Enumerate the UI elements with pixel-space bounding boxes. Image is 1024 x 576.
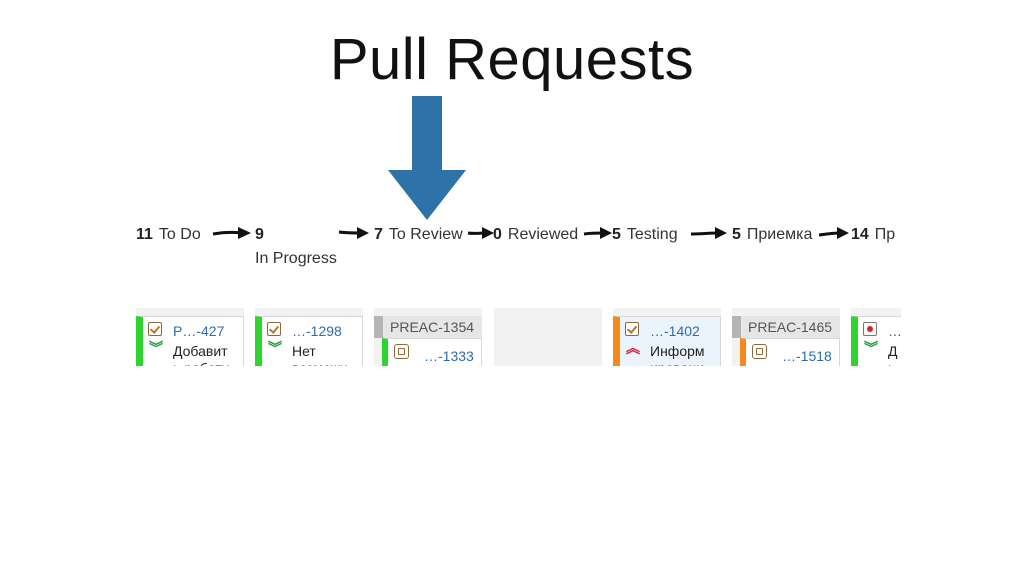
- task-icon: [148, 322, 162, 336]
- issue-card[interactable]: P…-427 ︾ Добавит ь работу: [136, 316, 244, 366]
- lane-to-review: PREAC-1354 …-1333: [374, 308, 482, 366]
- issue-key[interactable]: …-1333: [424, 348, 474, 364]
- issue-summary: Д ь: [888, 343, 898, 366]
- issue-key[interactable]: …-1298: [292, 323, 342, 339]
- parent-marker: [374, 316, 383, 338]
- column-header-in-progress[interactable]: 9 In Progress: [255, 226, 337, 267]
- issue-card[interactable]: …-1298 ︾ Нет возможн: [255, 316, 363, 366]
- issue-summary: Добавит ь работу: [173, 343, 229, 366]
- lowest-priority-icon: ︾: [864, 340, 878, 356]
- lane-testing: …-1402 ︽ Информ ировани: [613, 308, 721, 366]
- parent-key[interactable]: PREAC-1465: [748, 319, 833, 335]
- issue-card[interactable]: …-1402 ︽ Информ ировани: [613, 316, 721, 366]
- flow-arrow-icon: [212, 227, 251, 239]
- parent-marker: [732, 316, 741, 338]
- issue-key[interactable]: …-1518: [782, 348, 832, 364]
- task-icon: [267, 322, 281, 336]
- issue-key[interactable]: …-1402: [650, 323, 700, 339]
- parent-issue[interactable]: PREAC-1465: [732, 316, 840, 338]
- parent-key[interactable]: PREAC-1354: [390, 319, 475, 335]
- flow-arrow-icon: [583, 227, 612, 239]
- flow-arrow-icon: [818, 227, 849, 239]
- subtask-card[interactable]: …-1518: [740, 338, 840, 366]
- subtask-card[interactable]: …-1333: [382, 338, 482, 366]
- task-icon: [625, 322, 639, 336]
- arrow-down-icon: [388, 96, 466, 220]
- lane-todo: P…-427 ︾ Добавит ь работу: [136, 308, 244, 366]
- lowest-priority-icon: ︾: [149, 340, 163, 356]
- flow-arrow-icon: [467, 227, 494, 239]
- subtask-icon: [394, 344, 409, 359]
- flow-arrow-icon: [338, 227, 369, 239]
- parent-issue[interactable]: PREAC-1354: [374, 316, 482, 338]
- highest-priority-icon: ︽: [626, 340, 640, 356]
- lane-priemka: PREAC-1465 …-1518: [732, 308, 840, 366]
- subtask-icon: [752, 344, 767, 359]
- lane-reviewed: [494, 308, 602, 366]
- issue-key[interactable]: …: [888, 323, 901, 339]
- slide-title: Pull Requests: [329, 27, 695, 92]
- flow-arrow-icon: [690, 227, 727, 239]
- issue-key[interactable]: P…-427: [173, 323, 225, 339]
- issue-summary: Нет возможн: [292, 343, 348, 366]
- lane-last: … ︾ Д ь: [851, 308, 901, 366]
- issue-card[interactable]: … ︾ Д ь: [851, 316, 901, 366]
- issue-summary: Информ ировани: [650, 343, 705, 366]
- lane-in-progress: …-1298 ︾ Нет возможн: [255, 308, 363, 366]
- lowest-priority-icon: ︾: [268, 340, 282, 356]
- bug-icon: [863, 322, 877, 336]
